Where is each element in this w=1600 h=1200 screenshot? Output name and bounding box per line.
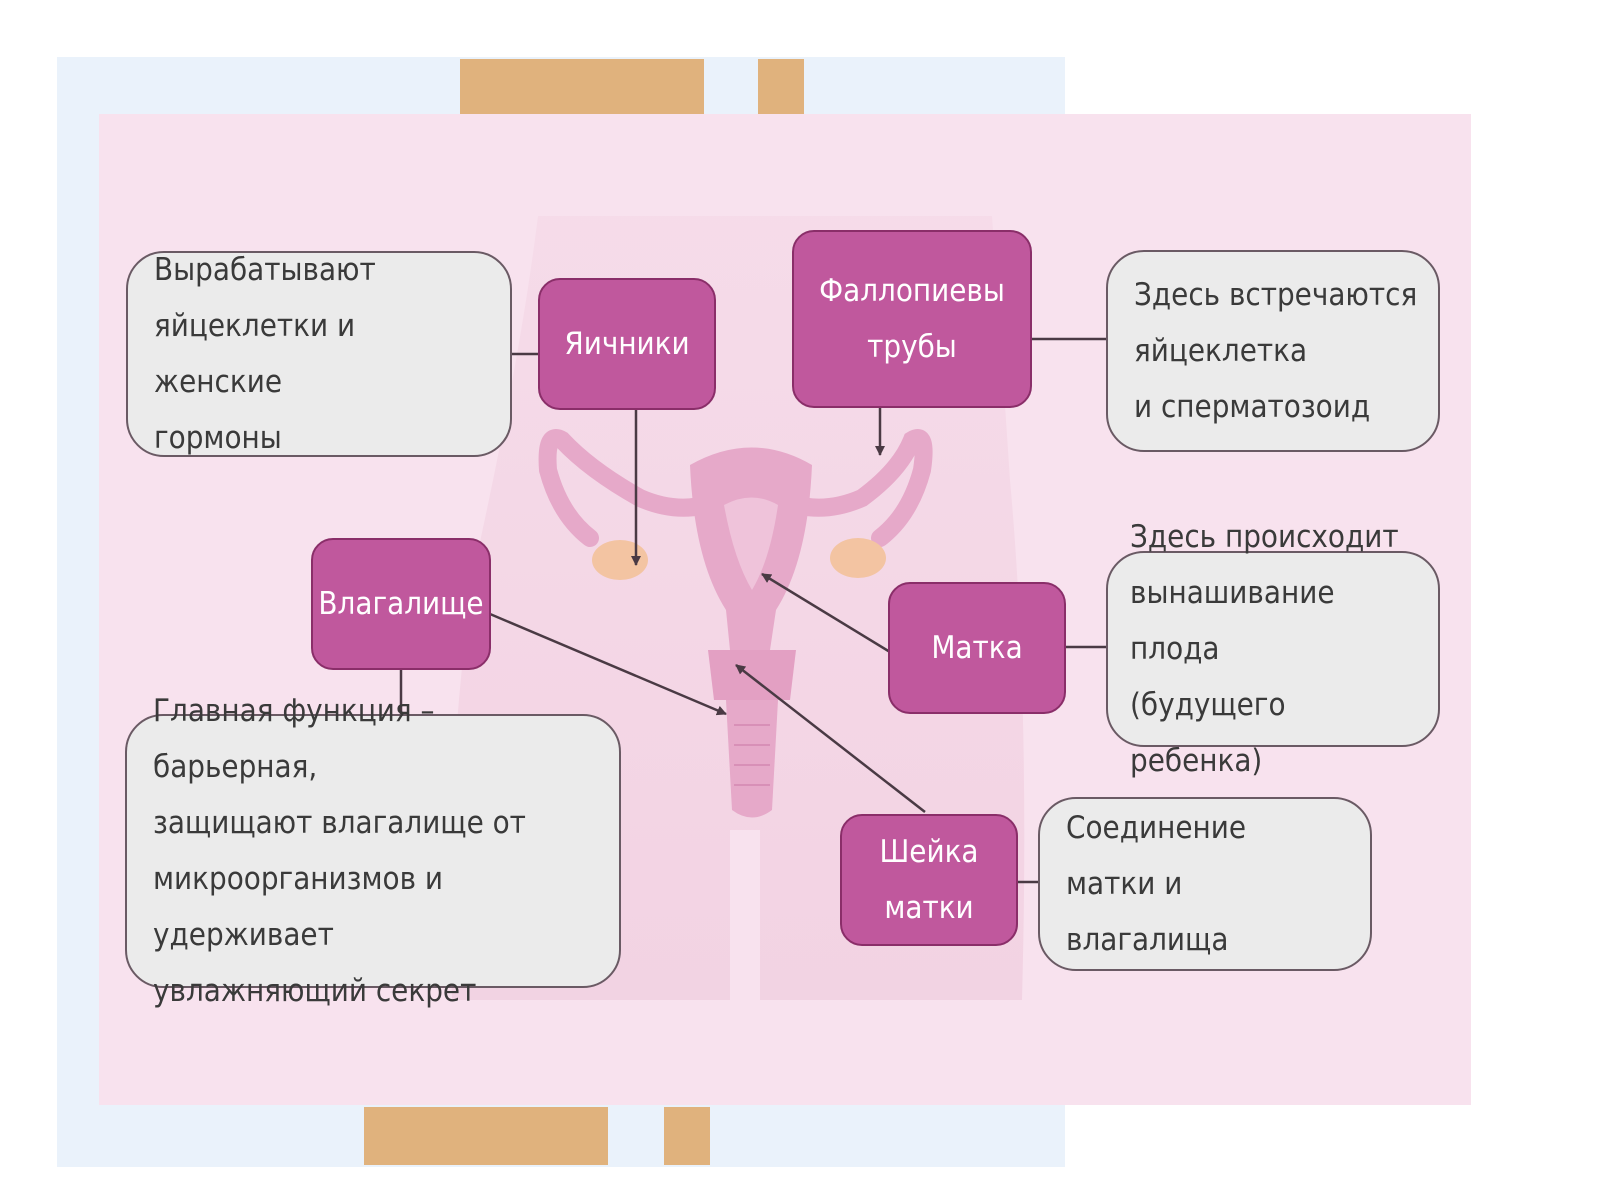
decor-tab-bottom-wide [364, 1107, 608, 1165]
fallopian-tubes-label: Фаллопиевы трубы [792, 230, 1032, 408]
decor-tab-bottom-narrow [664, 1107, 710, 1165]
decor-tab-top-wide [460, 59, 704, 114]
vagina-description: Главная функция – барьерная, защищают вл… [125, 693, 621, 1009]
left-ovary-shape [592, 540, 648, 580]
decor-tab-top-narrow [758, 59, 804, 114]
uterus-arrow [761, 572, 891, 654]
right-tube [757, 429, 933, 547]
vagina-shape [726, 700, 778, 818]
left-tube [538, 429, 745, 547]
uterus-description: Здесь происходит вынашивание плода (буду… [1106, 519, 1440, 779]
cervix-label: Шейка матки [840, 814, 1018, 946]
right-ovary-shape [830, 538, 886, 578]
uterus-cavity [724, 497, 778, 590]
ovaries-description: Вырабатывают яйцеклетки и женские гормон… [126, 251, 512, 457]
fallopian-tubes-description: Здесь встречаются яйцеклетка и сперматоз… [1106, 250, 1440, 452]
cervix-arrow [735, 664, 926, 813]
uterus-label: Матка [888, 582, 1066, 714]
ovaries-label: Яичники [538, 278, 716, 410]
vagina-arrow [489, 612, 727, 716]
cervix-shape [708, 650, 796, 700]
cervix-description: Соединение матки и влагалища [1038, 797, 1372, 971]
vagina-label: Влагалище [311, 538, 491, 670]
